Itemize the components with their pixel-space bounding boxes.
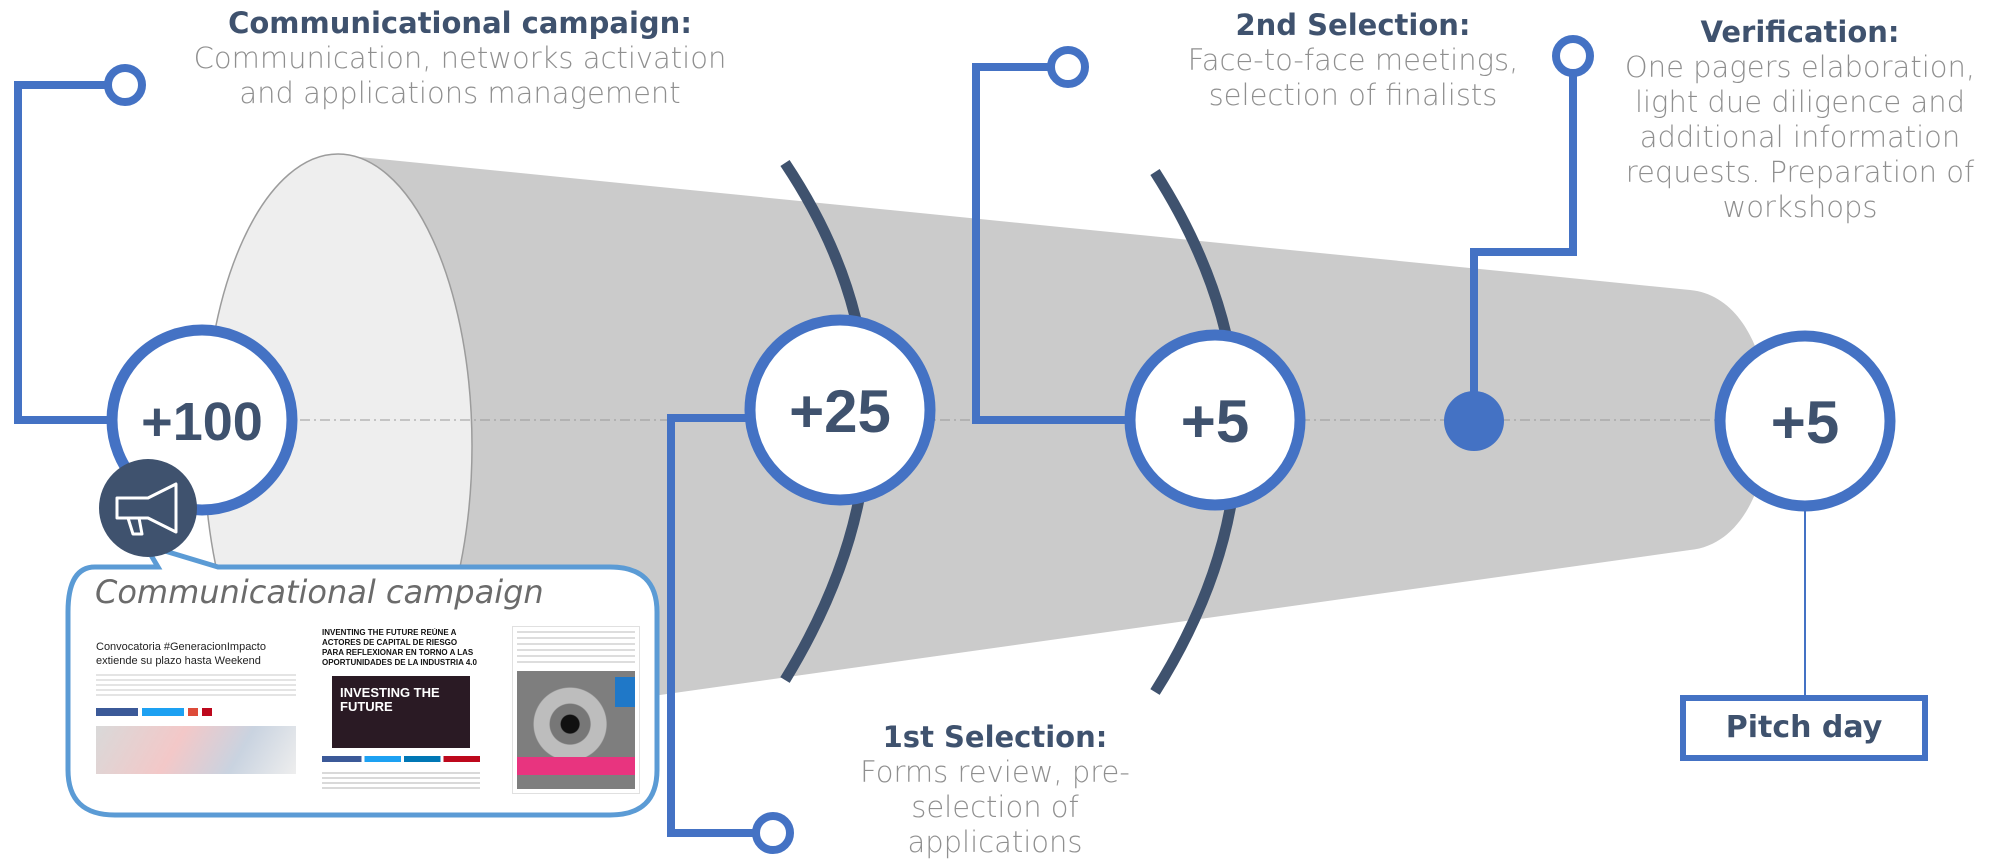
- share-facebook: [96, 708, 138, 716]
- connector-second-selection: [972, 63, 1135, 424]
- phase-communicational-description: Communication, networks activation and a…: [193, 41, 727, 110]
- megaphone-badge-circle: [99, 459, 197, 557]
- phase-first-selection: 1st Selection: Forms review, pre-selecti…: [855, 720, 1135, 860]
- pitch-day-label: Pitch day: [1725, 710, 1883, 745]
- connector-end-second-selection: [1047, 46, 1089, 88]
- article-2-text-lines: [322, 772, 480, 790]
- connector-verification: [1470, 68, 1577, 420]
- connector-end-communicational: [104, 64, 146, 106]
- verification-node: [1444, 391, 1504, 451]
- stage-2: [744, 314, 936, 506]
- article-2-title: INVENTING THE FUTURE REÚNE A ACTORES DE …: [322, 628, 477, 667]
- article-1-text-lines: [96, 674, 296, 696]
- phase-second-selection-title: 2nd Selection:: [1235, 8, 1471, 42]
- social-post-header: [517, 631, 635, 667]
- stage-4: [1714, 330, 1896, 512]
- article-screenshot-1: Convocatoria #GeneracionImpacto extiende…: [96, 620, 296, 780]
- stage-circle-4: [1714, 330, 1896, 512]
- share-pinterest: [202, 708, 212, 716]
- megaphone-badge: [99, 459, 197, 557]
- phase-second-selection-description: Face-to-face meetings, selection of fina…: [1187, 43, 1519, 112]
- stage-3: [1124, 329, 1306, 511]
- phase-verification-description: One pagers elaboration, light due dilige…: [1624, 50, 1976, 224]
- phase-verification: Verification: One pagers elaboration, li…: [1615, 15, 1985, 225]
- funnel-body: [340, 155, 1769, 740]
- stage-value-4: +5: [1771, 389, 1839, 456]
- share-google: [188, 708, 198, 716]
- stage-value-2: +25: [789, 378, 891, 445]
- social-post-image-banner: [517, 757, 635, 775]
- megaphone-icon: [115, 482, 178, 536]
- social-post-image: [517, 671, 635, 789]
- phase-communicational: Communicational campaign: Communication,…: [180, 6, 740, 111]
- connector-first-selection: [667, 414, 765, 837]
- phase-verification-title: Verification:: [1700, 15, 1900, 49]
- article-2-share-bar: [322, 756, 480, 762]
- article-1-title: Convocatoria #GeneracionImpacto extiende…: [96, 641, 266, 667]
- stage-value-1: +100: [141, 392, 263, 452]
- pitch-day-box: [1680, 695, 1928, 761]
- share-twitter: [142, 708, 184, 716]
- stage-circle-3: [1124, 329, 1306, 511]
- article-screenshot-2: INVENTING THE FUTURE REÚNE A ACTORES DE …: [322, 628, 480, 808]
- phase-first-selection-title: 1st Selection:: [882, 720, 1108, 754]
- article-2-image-text: INVESTING THE FUTURE: [340, 685, 440, 714]
- phase-communicational-title: Communicational campaign:: [228, 6, 692, 40]
- article-1-share-bar: [96, 708, 296, 716]
- stage-value-3: +5: [1181, 388, 1249, 455]
- article-1-image: [96, 726, 296, 774]
- stage-circle-2: [744, 314, 936, 506]
- article-2-image: INVESTING THE FUTURE: [332, 676, 470, 748]
- phase-second-selection: 2nd Selection: Face-to-face meetings, se…: [1168, 8, 1538, 113]
- connector-end-first-selection: [752, 812, 794, 854]
- phase-first-selection-description: Forms review, pre-selection of applicati…: [860, 755, 1130, 859]
- callout-title: Communicational campaign: [95, 573, 544, 611]
- article-screenshot-3: [512, 626, 640, 794]
- social-post-image-ribbon: [615, 677, 635, 707]
- connector-communicational: [14, 81, 118, 424]
- connector-end-verification: [1552, 35, 1594, 77]
